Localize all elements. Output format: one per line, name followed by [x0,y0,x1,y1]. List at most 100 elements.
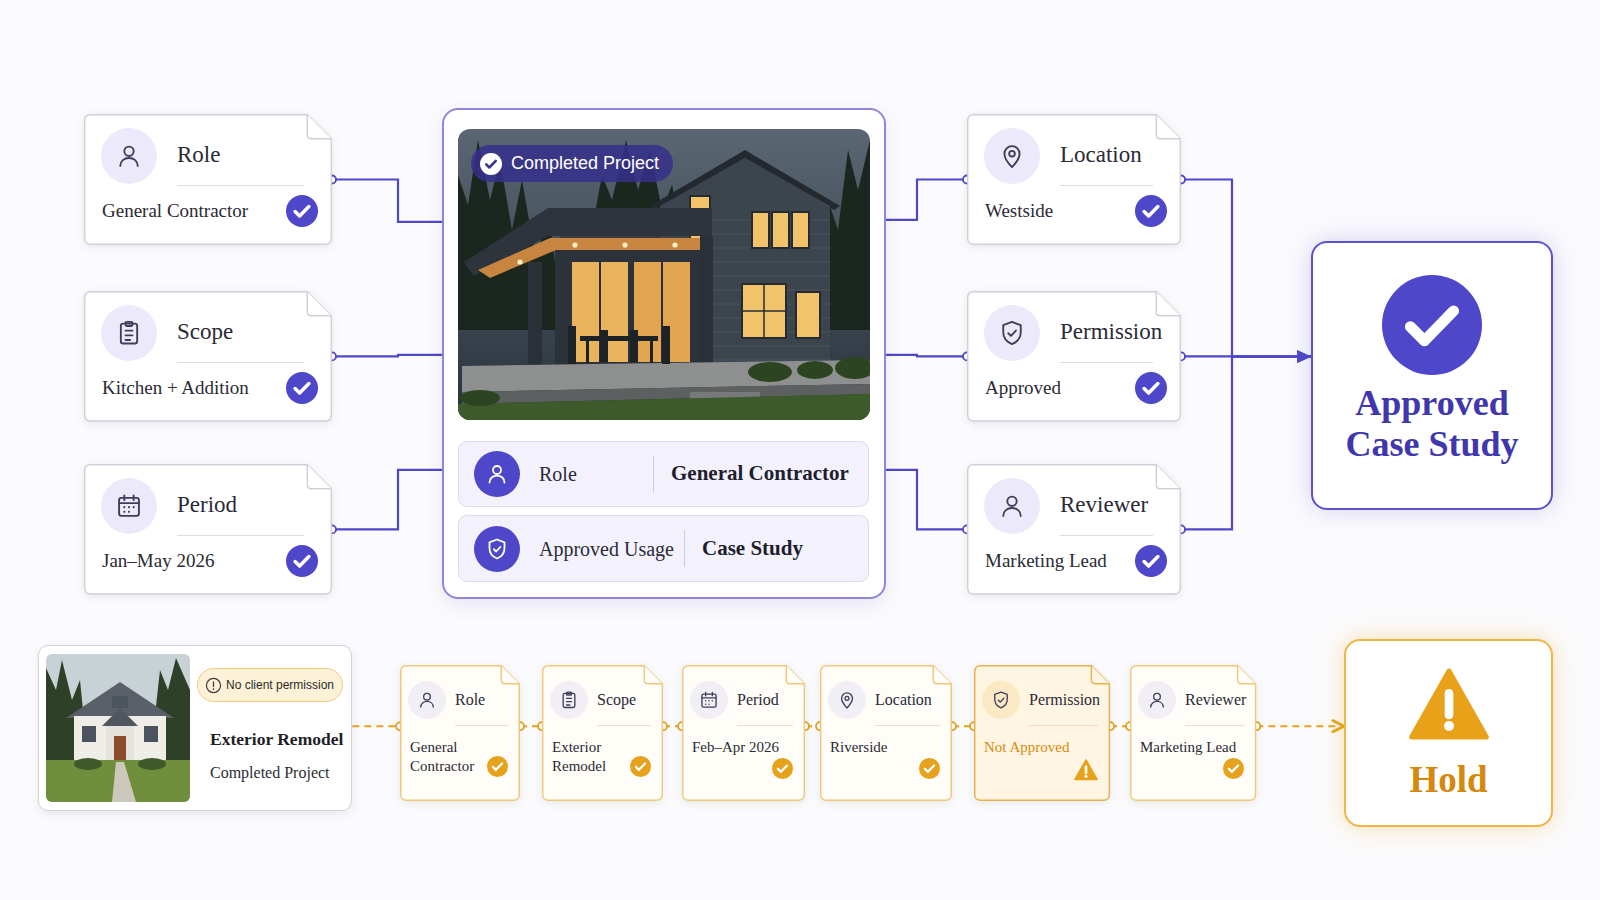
text-slot: Role [455,690,485,709]
house-photo [622,242,627,247]
house-thumbnail [74,758,166,770]
calendar-icon [705,703,707,705]
calendar-icon [712,700,714,702]
card-ground [442,108,886,599]
check-icon [630,756,651,777]
check-icon [1135,195,1167,227]
check-icon [295,384,309,394]
icon-circle [101,305,157,361]
warncircle-icon [213,681,214,686]
house-thumbnail [114,736,126,762]
divider [1185,725,1244,726]
icon-circle [984,305,1040,361]
house-photo [748,362,792,382]
check-icon [636,763,645,769]
shield-icon [1003,322,1021,344]
divider [177,535,304,536]
check-icon [919,758,940,779]
connector-line [1181,180,1311,357]
divider [1060,362,1153,363]
house-photo [797,361,833,379]
connector-line [352,725,400,727]
check-icon [1135,545,1167,577]
shield-icon [998,319,1026,347]
check-icon [1144,207,1158,217]
divider [455,725,508,726]
connector-line [1256,725,1344,727]
text-slot: Jan–May 2026 [102,550,280,573]
pin-icon [842,693,853,708]
person-icon [1147,690,1167,710]
card-value: Marketing Lead [985,550,1129,573]
house-photo [752,212,769,248]
house-photo [600,330,608,362]
connector-line [805,725,820,727]
connector-line [886,355,967,356]
card-value: Jan–May 2026 [102,550,280,573]
check-icon [286,372,318,404]
person-icon [490,476,505,483]
check-icon [286,372,318,404]
document-card: LocationWestside [967,114,1181,245]
check-icon [630,756,651,777]
clipboard-icon [563,692,575,707]
house-photo [700,236,713,366]
divider [1029,725,1098,726]
check-icon [487,756,508,777]
connector-line [1110,725,1130,727]
warn-icon [1085,775,1088,778]
house-photo [630,330,638,362]
warn-icon [1075,760,1097,780]
warn-icon [1444,721,1454,731]
connector-line [663,725,682,727]
check-card: PeriodFeb–Apr 2026 [682,665,805,801]
check-icon [1382,275,1482,375]
card-heading: Permission [1060,318,1162,346]
house-photo [796,292,820,338]
pin-icon [1009,151,1015,157]
house-photo [572,262,628,362]
person-icon [1003,508,1021,516]
card-outline [307,115,331,139]
house-photo [517,259,522,264]
check-card: RoleGeneral Contractor [400,665,520,801]
card-outline [307,465,331,489]
check-icon [919,758,940,779]
text-slot: Approved [985,377,1129,400]
checkW-icon [480,153,502,175]
icon-circle [474,526,520,572]
house-photo [672,242,677,247]
calendar-icon [133,506,135,508]
house-photo [458,129,870,420]
divider [177,185,304,186]
pin-icon [842,693,853,708]
house-thumbnail [74,758,102,770]
row-value: General Contractor [671,461,849,486]
warning-card: PermissionNot Approved [974,665,1110,801]
card-outline [1091,666,1109,684]
card-outline [821,666,952,801]
check-icon [1144,557,1158,567]
check-card: LocationRiverside [820,665,952,801]
person-icon [493,466,501,474]
clipboard-icon [121,322,137,344]
card-outline [1156,465,1180,489]
divider [597,725,651,726]
text-slot: Role [539,442,577,506]
clipboard-icon [567,692,572,695]
warn-icon [1411,671,1486,737]
check-icon [1135,545,1167,577]
person-icon [490,466,505,483]
house-photo [478,238,712,278]
house-photo [600,262,662,362]
house-thumbnail [46,654,190,802]
card-value: General Contractor [410,738,508,776]
warn-icon [1409,665,1489,745]
detail-row: Role General Contractor [458,441,869,507]
card-outline [968,115,1181,245]
pin-icon [845,696,849,700]
house-photo [460,390,500,406]
shield-icon [995,692,1008,708]
check-icon [1229,765,1238,771]
row-value: Case Study [702,536,803,561]
